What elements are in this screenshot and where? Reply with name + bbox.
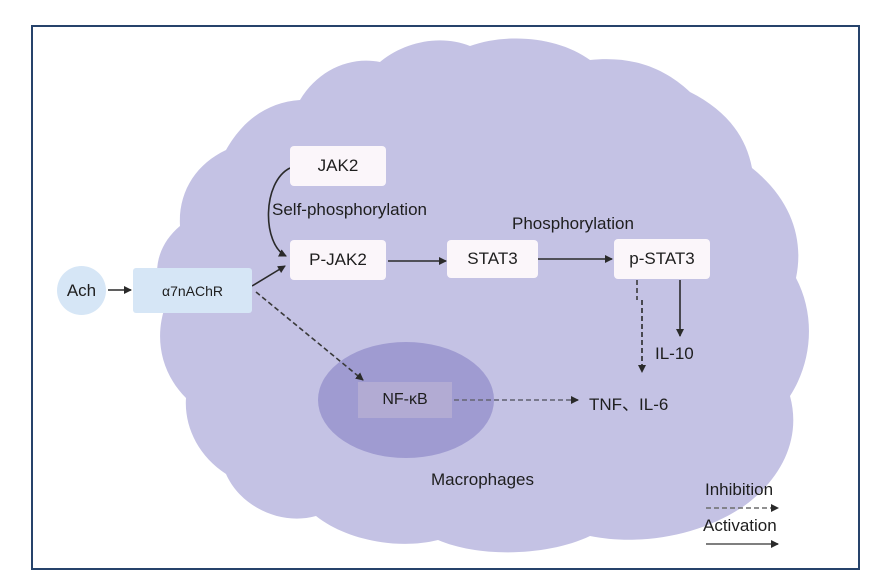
pjak2-node: P-JAK2: [290, 240, 386, 280]
phosphorylation-label: Phosphorylation: [512, 214, 634, 233]
macrophages-label: Macrophages: [431, 470, 535, 489]
a7nachr-receptor-node: α7nAChR: [133, 268, 252, 313]
tnf-il6-label: TNF、IL-6: [589, 395, 669, 414]
self-phosphorylation-label: Self-phosphorylation: [272, 200, 427, 219]
pstat3-node: p-STAT3: [614, 239, 710, 279]
ach-node: Ach: [57, 266, 106, 315]
nfkb-node: NF-κB: [358, 382, 452, 418]
stat3-node: STAT3: [447, 240, 538, 278]
figure-frame: [31, 25, 860, 570]
legend-inhibition-label: Inhibition: [705, 480, 774, 499]
arrow-receptor-to-nfkb: [255, 291, 364, 381]
arrow-receptor-to-pjak2: [251, 265, 286, 287]
arrow-jak2-to-pjak2: [267, 167, 291, 257]
jak2-node: JAK2: [290, 146, 386, 186]
legend-activation-label: Activation: [703, 516, 777, 535]
il10-label: IL-10: [655, 344, 694, 363]
